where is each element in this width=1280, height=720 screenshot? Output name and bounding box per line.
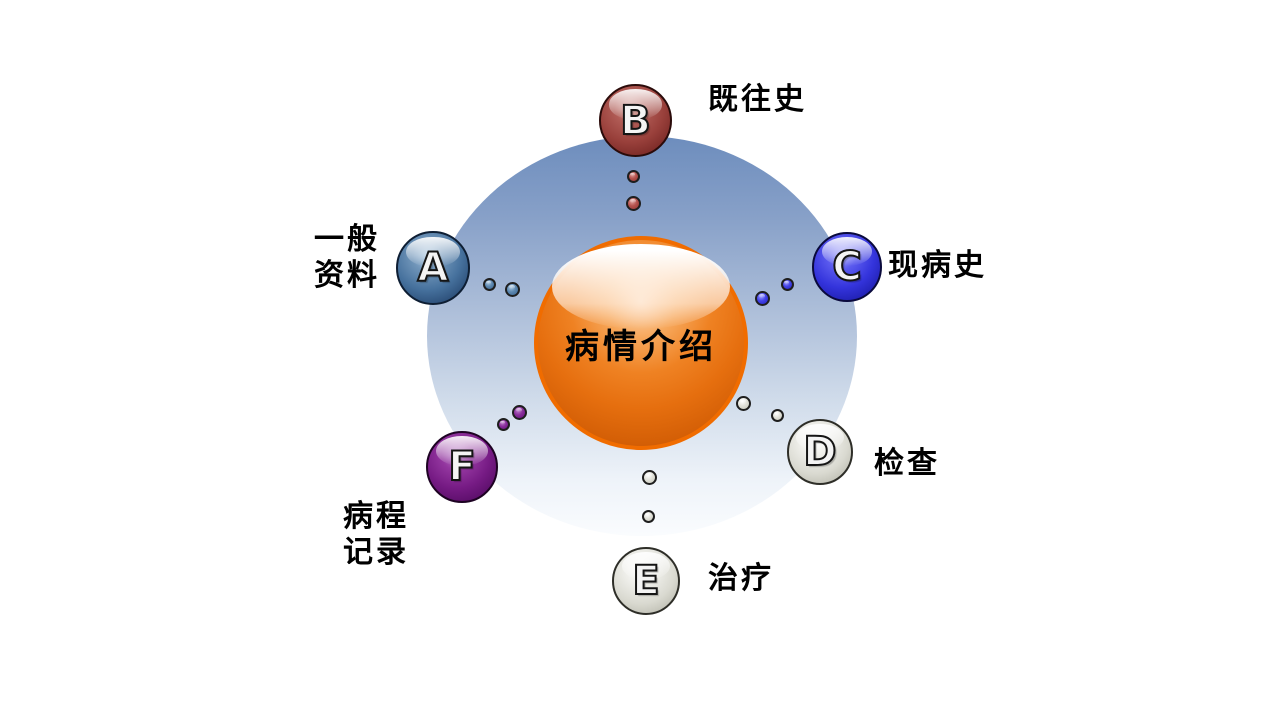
node-label-e-text: 治疗 (708, 561, 774, 596)
connector-dot-e-small (642, 510, 655, 523)
connector-dot-a-small (483, 278, 496, 291)
gloss-highlight (552, 244, 730, 329)
connector-dot-d-large (736, 396, 751, 411)
node-label-b-text: 既往史 (708, 82, 807, 117)
node-label-c: 现病史 (888, 248, 987, 284)
center-sphere: 病情介绍 (534, 236, 748, 450)
node-label-d-text: 检查 (874, 446, 940, 481)
node-label-e: 治疗 (708, 561, 774, 597)
connector-dot-b-small (627, 170, 640, 183)
connector-dot-b-large (626, 196, 641, 211)
connector-dot-a-large (505, 282, 520, 297)
node-label-c-text: 现病史 (888, 248, 987, 283)
node-letter-f: F (447, 444, 476, 490)
connector-dot-f-large (512, 405, 527, 420)
connector-dot-c-small (781, 278, 794, 291)
connector-dot-c-large (755, 291, 770, 306)
node-sphere-b: B (599, 84, 672, 157)
node-label-f-line2: 记录 (343, 535, 409, 570)
node-letter-a: A (417, 245, 450, 291)
node-label-d: 检查 (874, 446, 940, 482)
node-letter-e: E (631, 558, 660, 604)
node-sphere-c: C (812, 232, 882, 302)
node-label-a-line2: 资料 (314, 258, 380, 293)
node-label-a-line1: 一般 (314, 222, 380, 257)
node-letter-d: D (802, 429, 837, 475)
node-sphere-d: D (787, 419, 853, 485)
connector-dot-d-small (771, 409, 784, 422)
node-label-f: 病程 记录 (343, 499, 409, 571)
connector-dot-e-large (642, 470, 657, 485)
node-label-f-line1: 病程 (343, 499, 409, 534)
node-sphere-f: F (426, 431, 498, 503)
connector-dot-f-small (497, 418, 510, 431)
node-letter-c: C (831, 244, 862, 290)
node-sphere-e: E (612, 547, 680, 615)
node-label-a: 一般 资料 (314, 222, 380, 294)
node-sphere-a: A (396, 231, 470, 305)
node-letter-b: B (619, 97, 651, 144)
center-label: 病情介绍 (565, 326, 717, 367)
node-label-b: 既往史 (708, 82, 807, 118)
